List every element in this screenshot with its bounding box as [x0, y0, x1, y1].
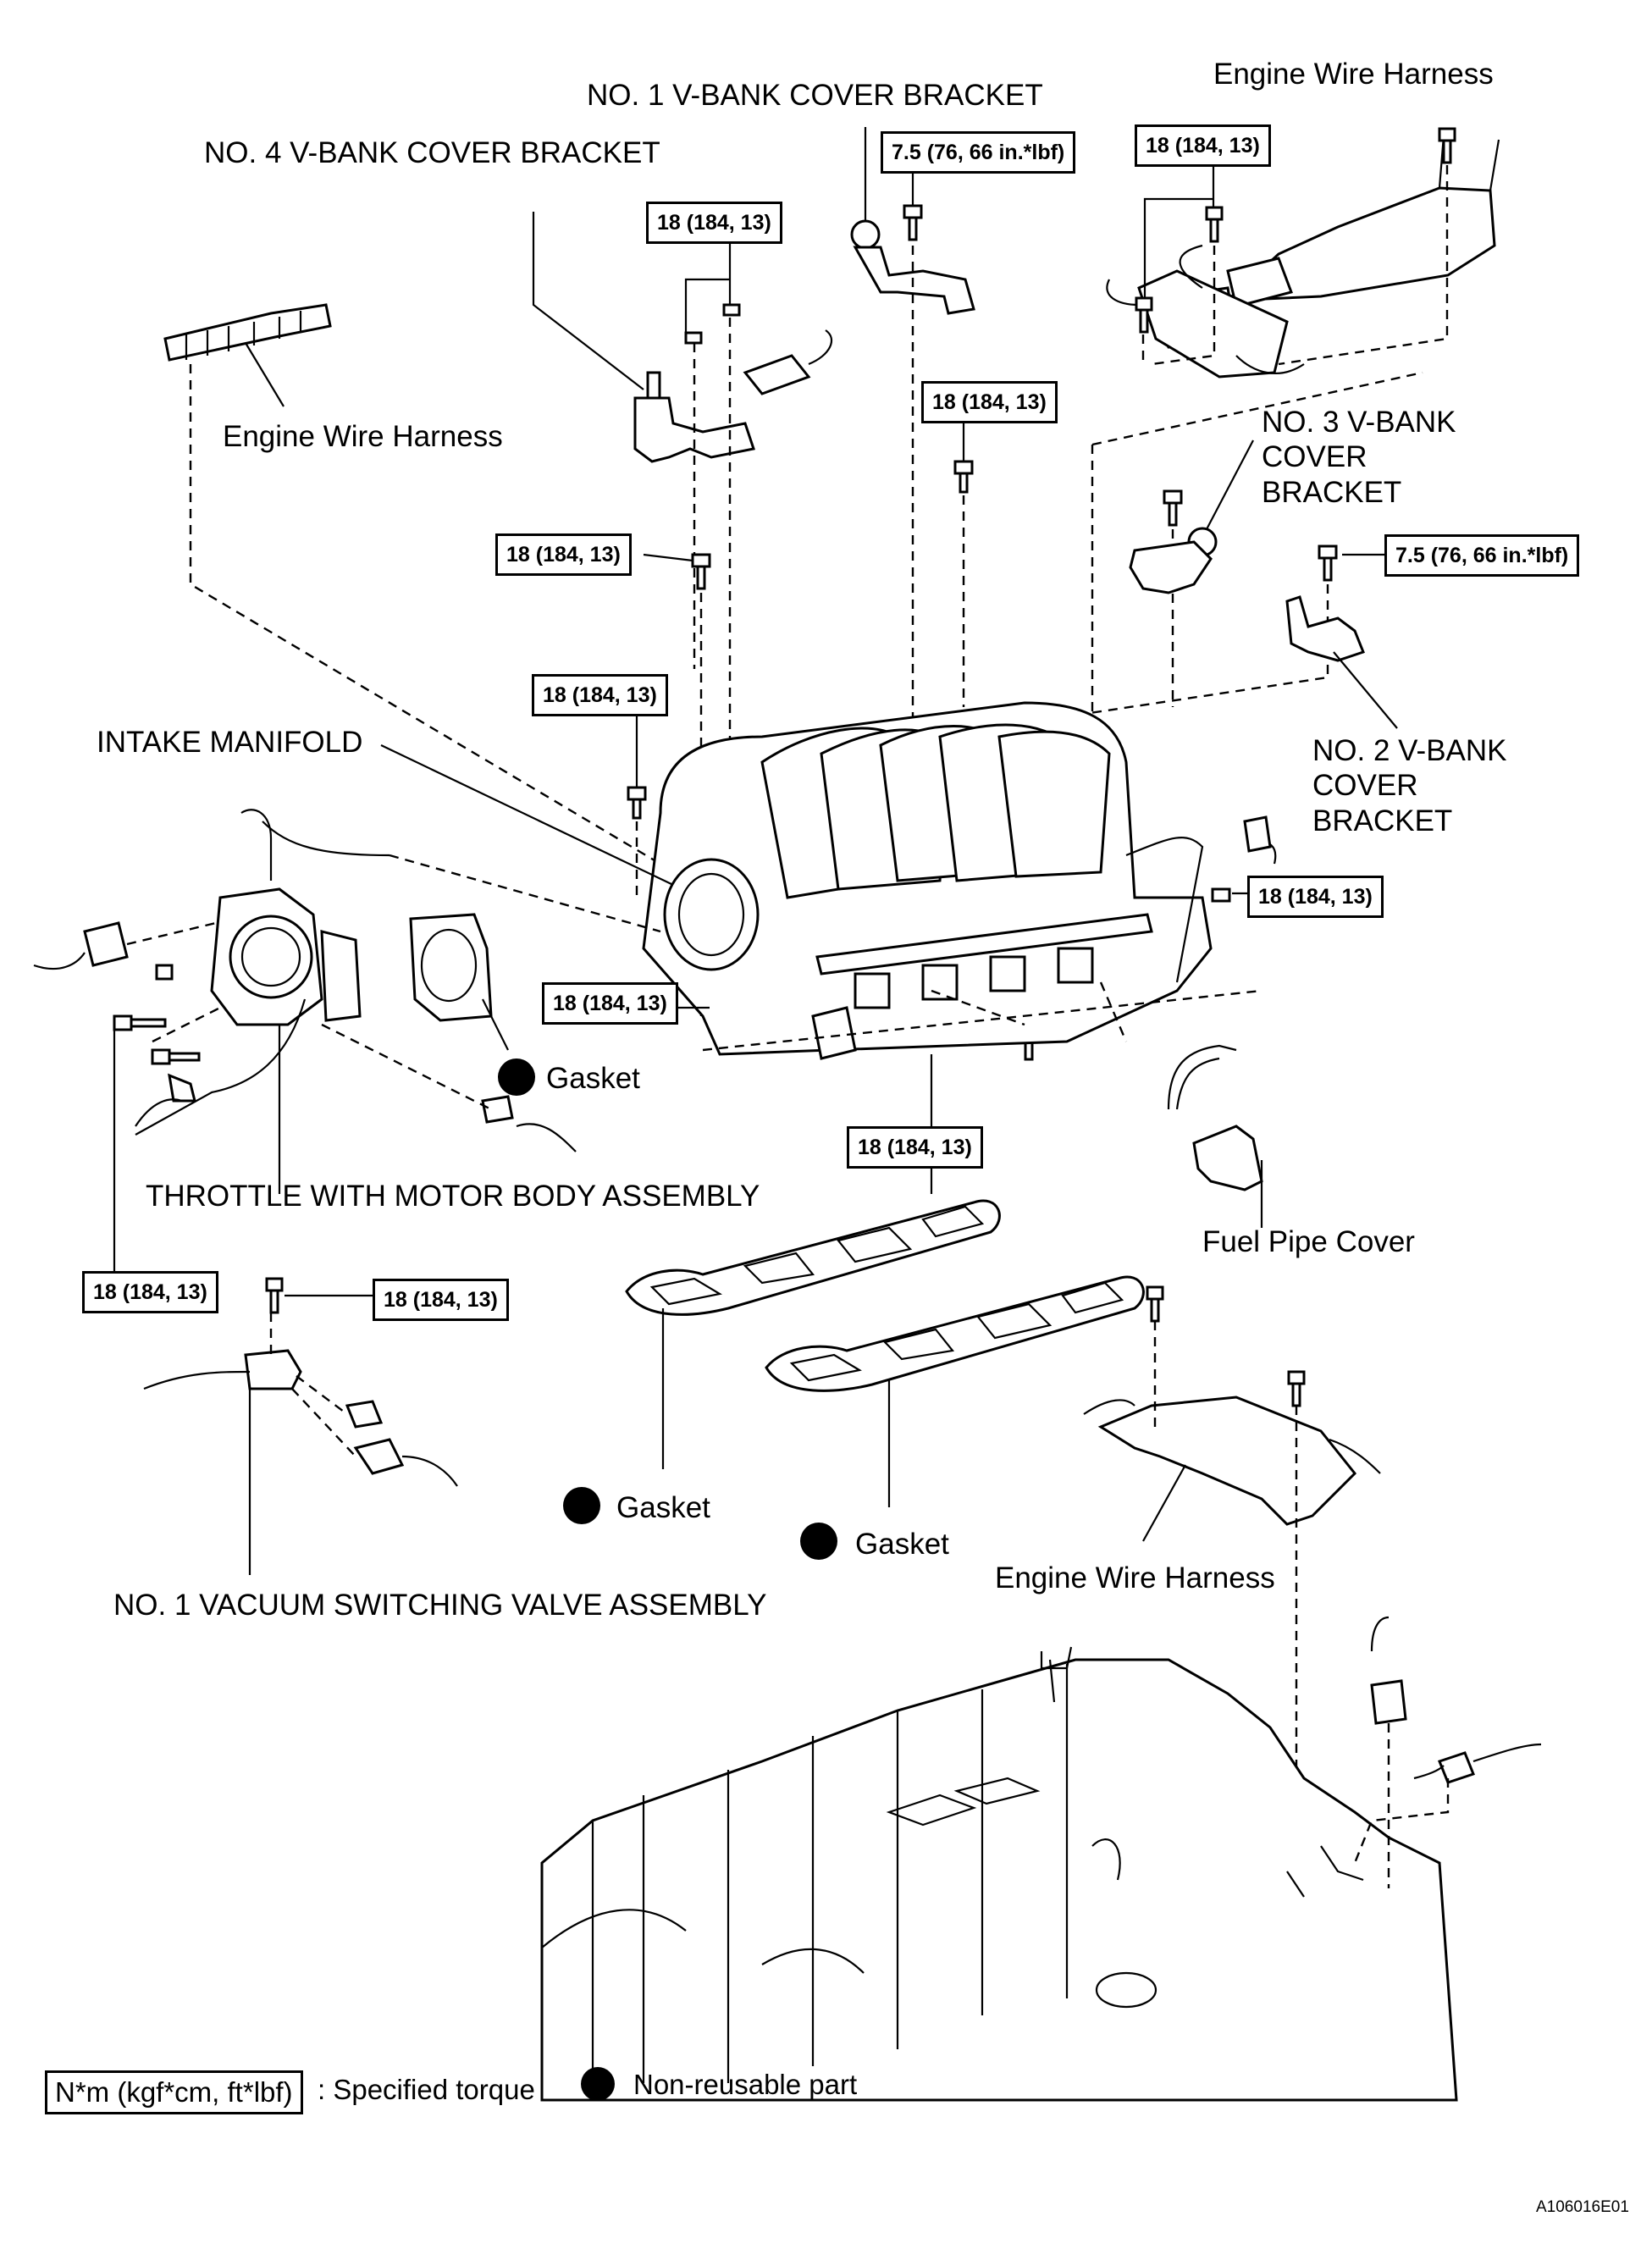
- label-no1-v-bank-cover-bracket: NO. 1 V-BANK COVER BRACKET: [587, 79, 1043, 112]
- label-intake-manifold: INTAKE MANIFOLD: [97, 726, 363, 759]
- bolt-no1-bracket: [903, 204, 923, 241]
- torque-spec-no4-bracket: 18 (184, 13): [646, 202, 782, 244]
- torque-spec-no1-bracket: 7.5 (76, 66 in.*lbf): [881, 131, 1076, 174]
- legend-torque-unit: N*m (kgf*cm, ft*lbf): [45, 2070, 303, 2114]
- figure-code: A106016E01: [1536, 2198, 1629, 2216]
- label-no3-v-bank-cover-bracket: NO. 3 V-BANK COVER BRACKET: [1262, 406, 1456, 509]
- leader-lines: [285, 161, 1389, 1297]
- intake-gasket-right: [765, 1275, 1145, 1507]
- no2-v-bank-cover-bracket: [1285, 595, 1398, 729]
- label-gasket-right: Gasket: [855, 1528, 949, 1561]
- fuel-pipe-cover: [1167, 1044, 1263, 1228]
- legend-torque-text: : Specified torque: [318, 2074, 535, 2105]
- torque-spec-no2-bracket: 7.5 (76, 66 in.*lbf): [1384, 534, 1580, 577]
- throttle-hoses: [135, 1073, 577, 1152]
- bolt-harness-top: [1135, 127, 1456, 334]
- non-reusable-dot-icon: [800, 1523, 837, 1560]
- no1-v-bank-cover-bracket: [850, 127, 975, 315]
- torque-spec-center-low: 18 (184, 13): [542, 982, 678, 1025]
- throttle-body-assembly: [135, 809, 390, 1194]
- label-engine-wire-harness-left: Engine Wire Harness: [223, 420, 503, 453]
- vsv-assembly: [143, 1277, 458, 1575]
- engine-wire-harness-lower: [1083, 1285, 1381, 1542]
- intake-manifold: [642, 701, 1277, 1060]
- torque-spec-left-upper: 18 (184, 13): [495, 533, 632, 576]
- engine-wire-harness-top-right: [1106, 135, 1500, 379]
- label-no2-v-bank-cover-bracket: NO. 2 V-BANK COVER BRACKET: [1312, 734, 1507, 837]
- throttle-gasket: [409, 913, 509, 1051]
- non-reusable-dot-icon: [581, 2067, 615, 2101]
- label-no4-v-bank-cover-bracket: NO. 4 V-BANK COVER BRACKET: [204, 136, 660, 169]
- lower-connectors: [1370, 1616, 1542, 1784]
- label-gasket-left: Gasket: [616, 1491, 710, 1524]
- label-engine-wire-harness-top-right: Engine Wire Harness: [1213, 58, 1494, 91]
- throttle-bolts: [113, 964, 201, 1065]
- bolts-no4-bracket: [684, 303, 741, 345]
- throttle-connector: [33, 921, 129, 970]
- non-reusable-dot-icon: [498, 1058, 535, 1096]
- non-reusable-dot-icon: [563, 1487, 600, 1524]
- engine-block: [540, 1646, 1458, 2102]
- label-gasket-throttle: Gasket: [546, 1062, 640, 1095]
- torque-spec-harness-top: 18 (184, 13): [1135, 124, 1271, 167]
- torque-spec-bottom: 18 (184, 13): [847, 1126, 983, 1169]
- label-engine-wire-harness-lower: Engine Wire Harness: [995, 1561, 1275, 1595]
- label-throttle-with-motor-body-assembly: THROTTLE WITH MOTOR BODY ASSEMBLY: [146, 1180, 760, 1213]
- label-fuel-pipe-cover: Fuel Pipe Cover: [1202, 1225, 1415, 1258]
- torque-spec-mid-top: 18 (184, 13): [921, 381, 1058, 423]
- torque-spec-throttle: 18 (184, 13): [82, 1271, 218, 1313]
- torque-spec-left-mid: 18 (184, 13): [532, 674, 668, 716]
- no4-v-bank-cover-bracket: [532, 212, 833, 463]
- no3-v-bank-cover-bracket: [1129, 439, 1254, 594]
- torque-spec-vsv: 18 (184, 13): [373, 1279, 509, 1321]
- torque-spec-right-mid: 18 (184, 13): [1247, 876, 1384, 918]
- intake-gasket-left: [625, 1199, 1001, 1469]
- engine-wire-harness-left: [163, 303, 332, 407]
- label-no1-vacuum-switching-valve-assembly: NO. 1 VACUUM SWITCHING VALVE ASSEMBLY: [113, 1589, 767, 1622]
- legend-nonreusable-text: Non-reusable part: [633, 2069, 858, 2100]
